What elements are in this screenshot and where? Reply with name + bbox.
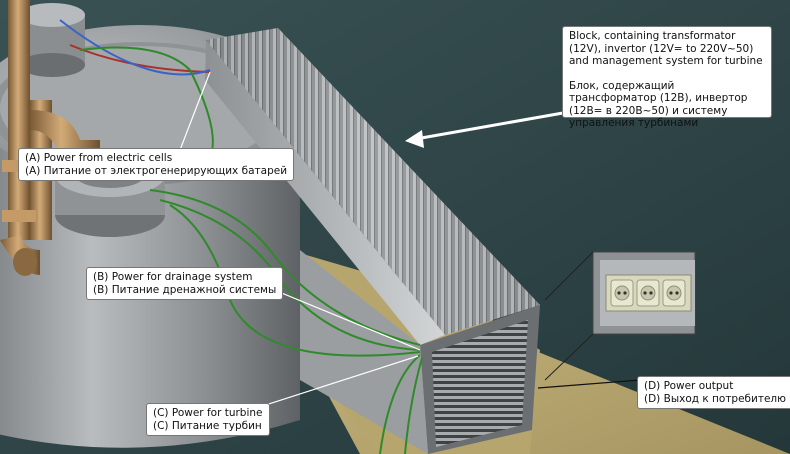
power-socket-icon [610,279,634,307]
brass-pipes [0,0,100,276]
callout-turbine-en: (C) Power for turbine [153,407,263,419]
power-output-inset [544,251,696,381]
callout-turbine-ru: (C) Питание турбин [153,419,262,432]
callout-drainage-en: (B) Power for drainage system [93,271,253,283]
callout-drainage-ru: (B) Питание дренажной системы [93,283,277,296]
leader-lines [179,71,641,411]
callout-power-cells-ru: (A) Питание от электрогенерирующих батар… [25,164,288,177]
callout-power-cells-en: (A) Power from electric cells [25,152,173,164]
callout-power-output: (D) Power output (D) Выход к потребителю [637,376,790,409]
heatsink-block [205,28,540,454]
callout-control-block-ru: Блок, содержащий трансформатор (12В), ин… [569,79,748,130]
callout-drainage: (B) Power for drainage system (B) Питани… [86,267,284,300]
callout-control-block: Block, containing transformator (12V), i… [562,26,772,129]
callout-turbine: (C) Power for turbine (C) Питание турбин [146,403,270,436]
callout-power-output-en: (D) Power output [644,380,734,392]
callout-control-block-en: Block, containing transformator (12V), i… [569,30,763,67]
power-socket-icon [662,279,686,307]
callout-power-cells: (A) Power from electric cells (A) Питани… [18,148,295,181]
power-socket-icon [636,279,660,307]
callout-power-output-ru: (D) Выход к потребителю [644,392,786,405]
